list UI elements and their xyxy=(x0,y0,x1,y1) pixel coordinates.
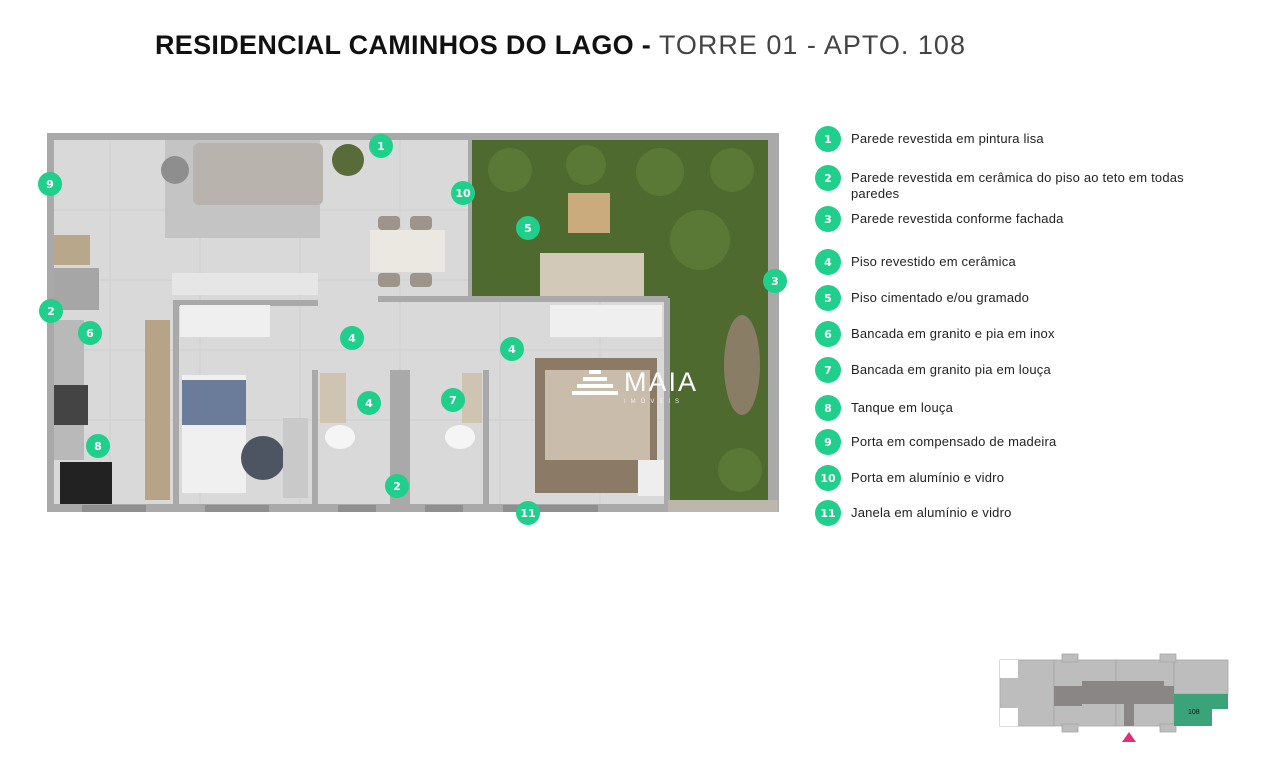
plan-marker-5: 5 xyxy=(516,216,540,240)
legend-item: 6 Bancada em granito e pia em inox xyxy=(815,321,1221,347)
bookshelf xyxy=(145,320,170,500)
legend-text: Janela em alumínio e vidro xyxy=(851,505,1012,520)
plan-marker-8: 8 xyxy=(86,434,110,458)
legend-item: 4 Piso revestido em cerâmica xyxy=(815,249,1221,275)
legend-number: 5 xyxy=(815,285,841,311)
garden-table xyxy=(568,193,610,233)
plan-marker-11: 11 xyxy=(516,501,540,525)
plan-marker-2: 2 xyxy=(385,474,409,498)
logo-text: MAIA IMÓVEIS xyxy=(624,368,698,406)
legend-number: 6 xyxy=(815,321,841,347)
legend-item: 7 Bancada em granito pia em louça xyxy=(815,357,1221,383)
legend-item: 5 Piso cimentado e/ou gramado xyxy=(815,285,1221,311)
wardrobe-2 xyxy=(550,305,662,337)
legend-text: Bancada em granito pia em louça xyxy=(851,362,1051,377)
windows xyxy=(82,505,598,512)
dining-table xyxy=(370,230,445,272)
legend-number: 1 xyxy=(815,126,841,152)
side-table xyxy=(161,156,189,184)
legend-text: Tanque em louça xyxy=(851,400,954,415)
unit-label: 108 xyxy=(1188,709,1200,716)
legend-number: 9 xyxy=(815,429,841,455)
nightstand xyxy=(638,460,664,496)
garden-shrubs xyxy=(488,145,762,492)
plan-marker-1: 1 xyxy=(369,134,393,158)
washing-machine xyxy=(60,462,112,504)
legend-text: Bancada em granito e pia em inox xyxy=(851,326,1055,341)
legend-text: Parede revestida em pintura lisa xyxy=(851,131,1044,146)
unit-108-highlight xyxy=(1174,694,1228,726)
logo-sub-text: IMÓVEIS xyxy=(624,399,685,405)
legend-item: 11 Janela em alumínio e vidro xyxy=(815,500,1221,526)
key-plan: 108 xyxy=(999,653,1229,742)
legend-number: 7 xyxy=(815,357,841,383)
legend-text: Parede revestida conforme fachada xyxy=(851,211,1064,226)
legend-number: 4 xyxy=(815,249,841,275)
plan-marker-7: 7 xyxy=(441,388,465,412)
legend-text: Piso revestido em cerâmica xyxy=(851,254,1016,269)
legend-number: 11 xyxy=(815,500,841,526)
kitchen-shelf xyxy=(54,235,90,265)
legend-text: Porta em alumínio e vidro xyxy=(851,470,1005,485)
plan-marker-9: 9 xyxy=(38,172,62,196)
page-title: RESIDENCIAL CAMINHOS DO LAGO - TORRE 01 … xyxy=(155,30,966,61)
wardrobe-1 xyxy=(180,305,270,337)
sideboard xyxy=(172,273,318,295)
plant xyxy=(332,144,364,176)
facade-wall xyxy=(668,500,778,512)
legend-item: 1 Parede revestida em pintura lisa xyxy=(815,126,1221,152)
toilet-2 xyxy=(445,425,475,449)
logo-mark-icon xyxy=(572,370,618,395)
legend-item: 3 Parede revestida conforme fachada xyxy=(815,206,1221,232)
toilet-1 xyxy=(325,425,355,449)
round-rug xyxy=(241,436,285,480)
plan-marker-4: 4 xyxy=(500,337,524,361)
legend-item: 2 Parede revestida em cerâmica do piso ao… xyxy=(815,165,1221,202)
plan-marker-4: 4 xyxy=(357,391,381,415)
title-unit: TORRE 01 - APTO. 108 xyxy=(658,30,966,60)
legend-text: Parede revestida em cerâmica do piso ao … xyxy=(851,170,1184,201)
plan-marker-10: 10 xyxy=(451,181,475,205)
floor-plan xyxy=(47,133,779,512)
plan-marker-3: 3 xyxy=(763,269,787,293)
plan-marker-2: 2 xyxy=(39,299,63,323)
garden-sofa xyxy=(540,253,644,297)
hammock xyxy=(724,315,760,415)
legend-text: Piso cimentado e/ou gramado xyxy=(851,290,1030,305)
bed-blanket xyxy=(182,380,246,425)
legend-number: 10 xyxy=(815,465,841,491)
legend-text: Porta em compensado de madeira xyxy=(851,434,1057,449)
location-triangle-icon xyxy=(1122,732,1136,742)
bathroom-counter-2 xyxy=(462,373,482,423)
legend-item: 9 Porta em compensado de madeira xyxy=(815,429,1221,455)
legend-item: 10 Porta em alumínio e vidro xyxy=(815,465,1221,491)
legend-number: 2 xyxy=(815,165,841,191)
brand-logo: MAIA IMÓVEIS xyxy=(572,368,698,406)
desk xyxy=(283,418,308,498)
internal-walls xyxy=(173,140,670,504)
legend-number: 3 xyxy=(815,206,841,232)
logo-brand-text: MAIA xyxy=(624,367,699,397)
fridge xyxy=(54,268,99,310)
corridor xyxy=(1054,681,1174,726)
plan-marker-4: 4 xyxy=(340,326,364,350)
dining-chairs xyxy=(378,216,432,287)
bathroom-counter-1 xyxy=(320,373,346,423)
legend-number: 8 xyxy=(815,395,841,421)
sofa xyxy=(193,143,323,205)
plan-marker-6: 6 xyxy=(78,321,102,345)
title-building: RESIDENCIAL CAMINHOS DO LAGO - xyxy=(155,30,652,60)
legend-item: 8 Tanque em louça xyxy=(815,395,1221,421)
stove xyxy=(54,385,88,425)
